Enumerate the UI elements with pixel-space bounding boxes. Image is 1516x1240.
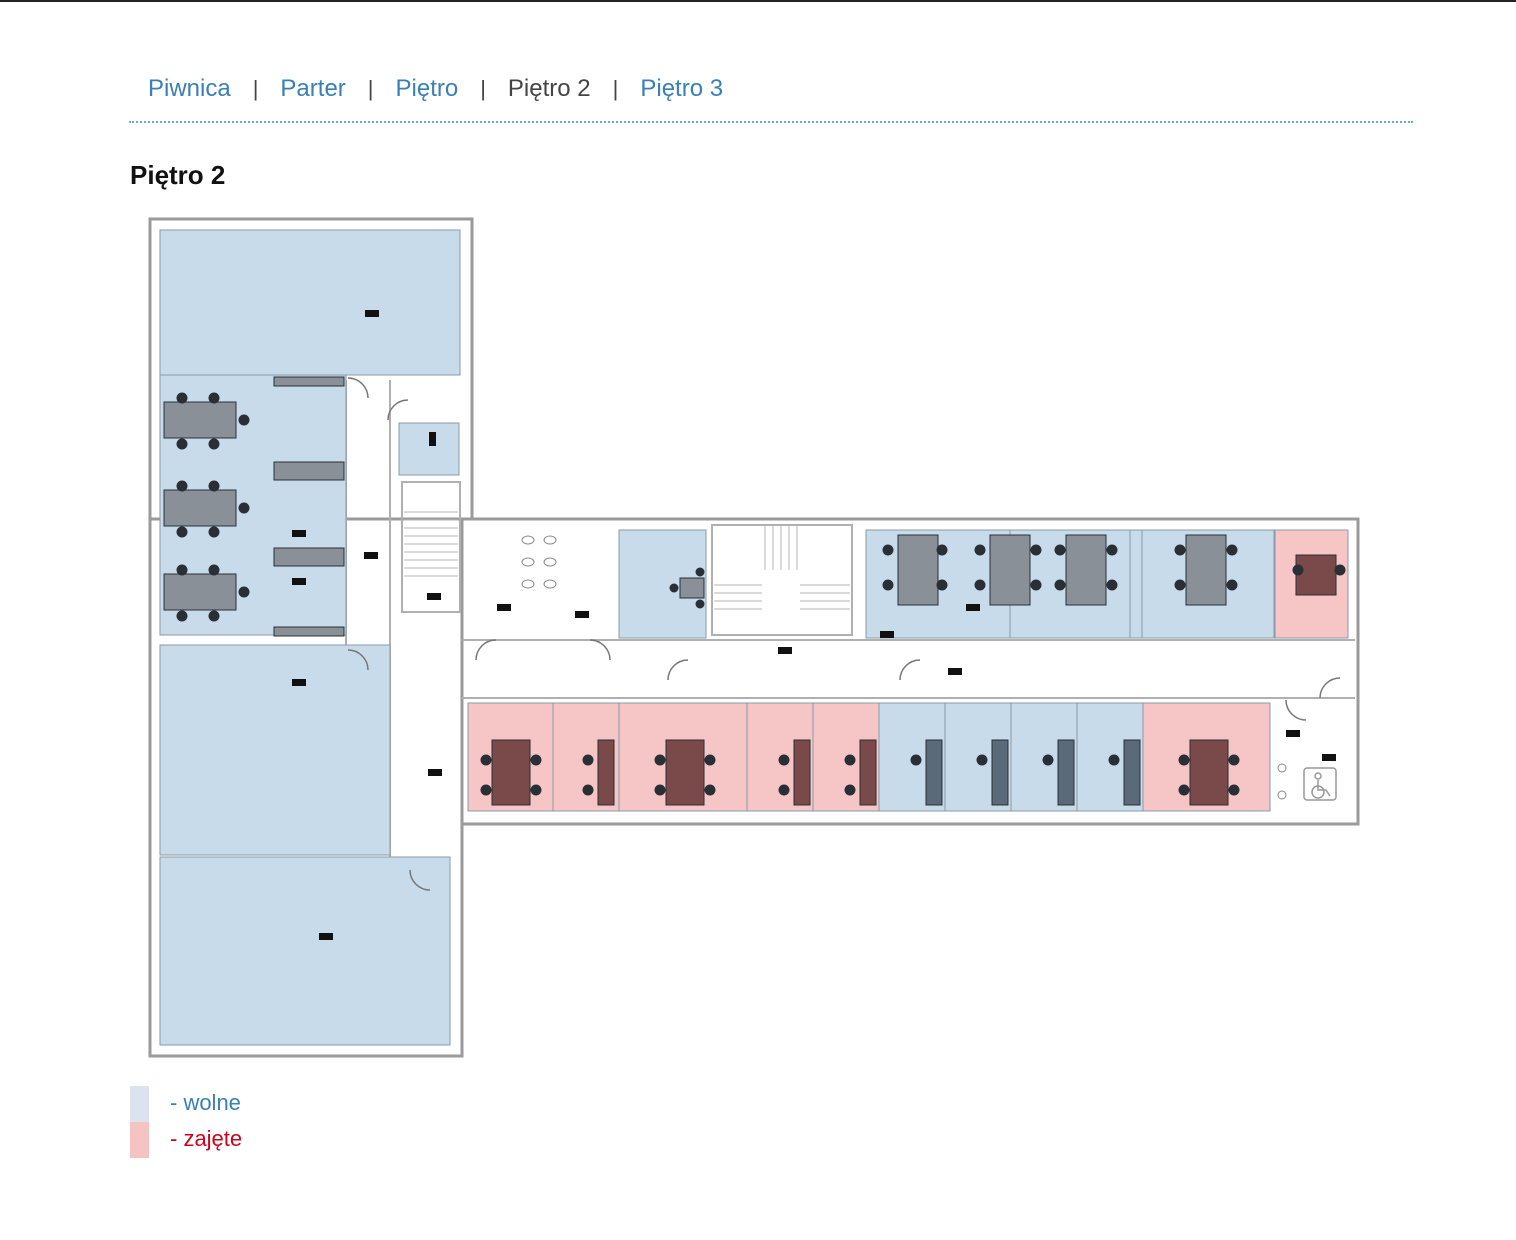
floor-link-pietro-2-current: Piętro 2 bbox=[507, 75, 591, 102]
nav-separator: | bbox=[252, 76, 259, 101]
legend-item-occupied: - zajęte bbox=[130, 1122, 430, 1158]
accessible-toilet-icon bbox=[1303, 767, 1337, 801]
doors bbox=[347, 377, 1341, 891]
floor-link-parter[interactable]: Parter bbox=[280, 75, 346, 102]
top-border bbox=[0, 0, 1516, 2]
floor-link-piwnica[interactable]: Piwnica bbox=[148, 75, 231, 102]
legend-item-free: - wolne bbox=[130, 1086, 430, 1122]
page-title: Piętro 2 bbox=[130, 160, 226, 190]
legend: - wolne - zajęte bbox=[130, 1086, 430, 1158]
room-markers bbox=[292, 310, 1336, 940]
legend-label-occupied: - zajęte bbox=[170, 1126, 243, 1151]
staircase-west bbox=[404, 511, 458, 577]
legend-swatch-occupied bbox=[130, 1122, 149, 1158]
washroom-fixtures bbox=[521, 535, 1287, 800]
legend-label-free: - wolne bbox=[170, 1090, 241, 1115]
nav-separator: | bbox=[367, 76, 374, 101]
legend-swatch-free bbox=[130, 1086, 149, 1122]
nav-divider bbox=[129, 121, 1413, 123]
room-west-middle[interactable] bbox=[159, 644, 391, 856]
room-west-south[interactable] bbox=[159, 856, 451, 1046]
floor-link-pietro[interactable]: Piętro bbox=[395, 75, 459, 102]
nav-separator: | bbox=[480, 76, 486, 101]
floor-link-pietro-3[interactable]: Piętro 3 bbox=[640, 75, 724, 102]
furniture bbox=[163, 376, 1346, 806]
room-small-north[interactable] bbox=[398, 422, 460, 476]
floor-nav: Piwnica | Parter | Piętro | Piętro 2 | P… bbox=[148, 72, 723, 106]
room-north-large[interactable] bbox=[159, 229, 461, 376]
nav-separator: | bbox=[612, 76, 619, 101]
room-north-3[interactable] bbox=[1129, 529, 1143, 639]
staircase-central bbox=[714, 525, 850, 610]
